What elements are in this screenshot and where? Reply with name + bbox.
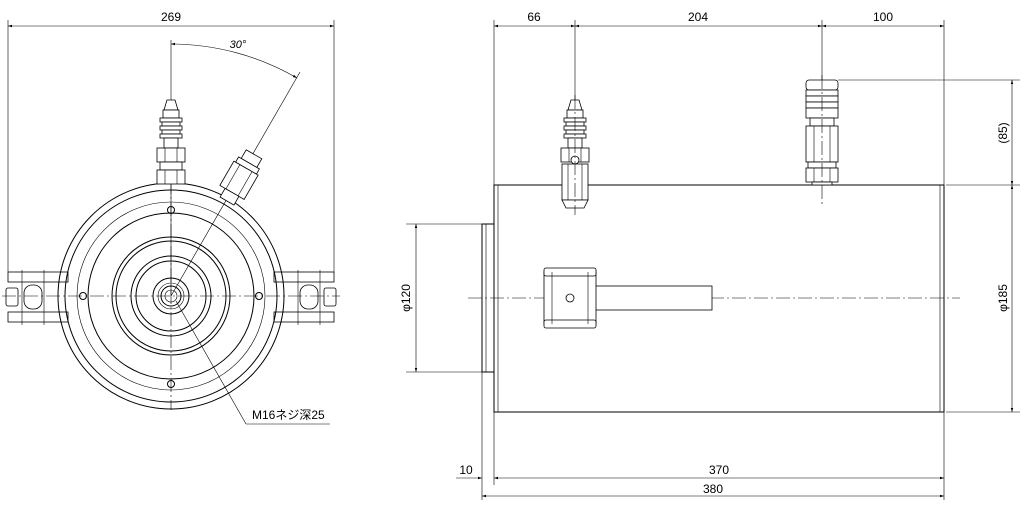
- front-angled-coupler: [219, 149, 263, 206]
- dim-10-label: 10: [459, 463, 473, 477]
- angle-dim-label: 30°: [230, 39, 247, 51]
- ram-diameter-dimension: φ120: [399, 223, 484, 373]
- dim-66-label: 66: [527, 10, 541, 24]
- dim-380-label: 380: [703, 482, 723, 496]
- bottom-dimensions: 10 370 380: [456, 372, 945, 500]
- right-dimensions: (85) φ185: [838, 79, 1020, 413]
- front-vertical-fitting: [156, 99, 186, 185]
- top-dimensions: 66 204 100: [493, 10, 945, 185]
- width-dimension: 269: [7, 10, 335, 272]
- left-bracket: [5, 270, 69, 325]
- dim-100-label: 100: [873, 10, 893, 24]
- width-dim-label: 269: [161, 10, 181, 24]
- dim-phi120-label: φ120: [399, 284, 413, 312]
- dim-phi185-label: φ185: [996, 284, 1010, 312]
- dim-370-label: 370: [709, 463, 729, 477]
- side-view: 66 204 100 (85) φ185 φ120: [399, 10, 1020, 500]
- dim-204-label: 204: [688, 10, 708, 24]
- dim-85-label: (85): [996, 122, 1010, 143]
- thread-callout-label: M16ネジ深25: [252, 408, 325, 422]
- side-bracket: [543, 267, 713, 329]
- right-bracket: [273, 270, 337, 325]
- front-view: 269 30°: [2, 10, 340, 425]
- thread-callout: M16ネジ深25: [175, 300, 330, 425]
